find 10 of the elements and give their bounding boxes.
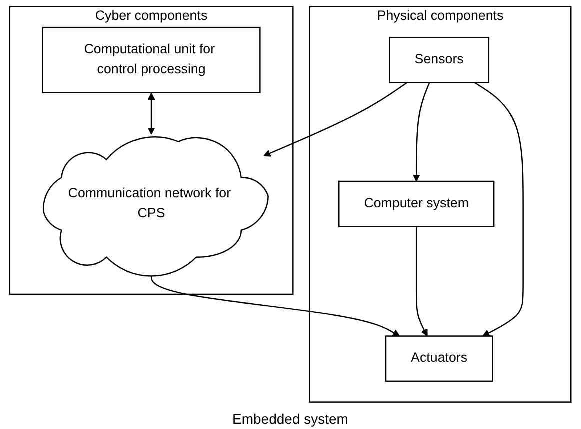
node-box: Computer system [338,180,495,228]
arrow [264,82,408,157]
arrow [474,82,524,337]
diagram-label: Embedded system [232,411,348,427]
arrow [148,92,156,135]
node-box: Computational unit for control processing [42,26,261,94]
arrow [412,82,430,182]
node-box: Actuators [385,336,494,382]
node-box: Sensors [389,36,490,84]
arrow [416,226,428,337]
